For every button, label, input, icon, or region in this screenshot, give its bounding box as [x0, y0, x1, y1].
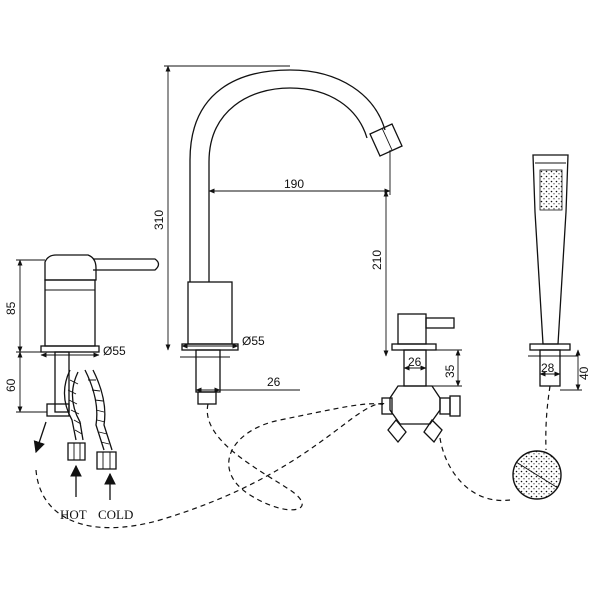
- diverter-valve: 26 35: [381, 313, 462, 444]
- dim-spout-clearance: 210: [370, 250, 384, 270]
- dim-holder-height: 40: [577, 366, 591, 380]
- dim-spout-height: 310: [152, 210, 166, 230]
- handset-hose: [545, 385, 551, 451]
- cold-label: COLD: [98, 507, 133, 522]
- mixer-shank: [54, 351, 70, 413]
- diverter-outlet-hose: [439, 437, 511, 502]
- dim-holder-width: 28: [541, 361, 555, 375]
- dim-diverter-height: 35: [443, 364, 457, 378]
- cold-connector: [96, 451, 117, 470]
- dim-mixer-dia: Ø55: [103, 344, 126, 358]
- hot-connector: [67, 442, 86, 461]
- diverter-handle: [397, 313, 427, 345]
- dim-spout-shank: 26: [267, 375, 281, 389]
- hose-routes: [35, 385, 551, 529]
- cold-hose: [84, 369, 105, 451]
- spout-shank: [195, 349, 221, 393]
- handset-holder: [529, 343, 571, 351]
- mixer-supply-hose: [35, 402, 386, 529]
- spout-supply-hose: [206, 403, 386, 511]
- dim-spout-reach: 190: [284, 177, 304, 191]
- handset-spray-face: [539, 169, 563, 211]
- spout-neck: [189, 69, 386, 282]
- waste-arrow: [33, 421, 47, 454]
- spout-outlet: [369, 123, 403, 157]
- dim-diverter-shank: 26: [408, 355, 422, 369]
- mixer-base: [40, 345, 100, 353]
- mixer-cap: [44, 254, 97, 281]
- mixer-lever: [93, 258, 160, 271]
- diverter-body: [389, 385, 441, 425]
- spout-body: [187, 281, 233, 345]
- hot-label: HOT: [60, 507, 87, 522]
- diverter-lever: [425, 317, 455, 329]
- bath-spout: 310 190 210 Ø55 26: [152, 65, 403, 405]
- hot-hose: [63, 369, 77, 441]
- dim-spout-dia: Ø55: [242, 334, 265, 348]
- spout-base: [181, 343, 239, 351]
- dim-mixer-below: 60: [4, 378, 18, 392]
- diverter-base: [391, 343, 437, 351]
- mixer-tap: HOT COLD 85 60 Ø55: [4, 254, 160, 522]
- dim-mixer-height: 85: [4, 301, 18, 315]
- shower-handset: 28 40: [512, 154, 591, 500]
